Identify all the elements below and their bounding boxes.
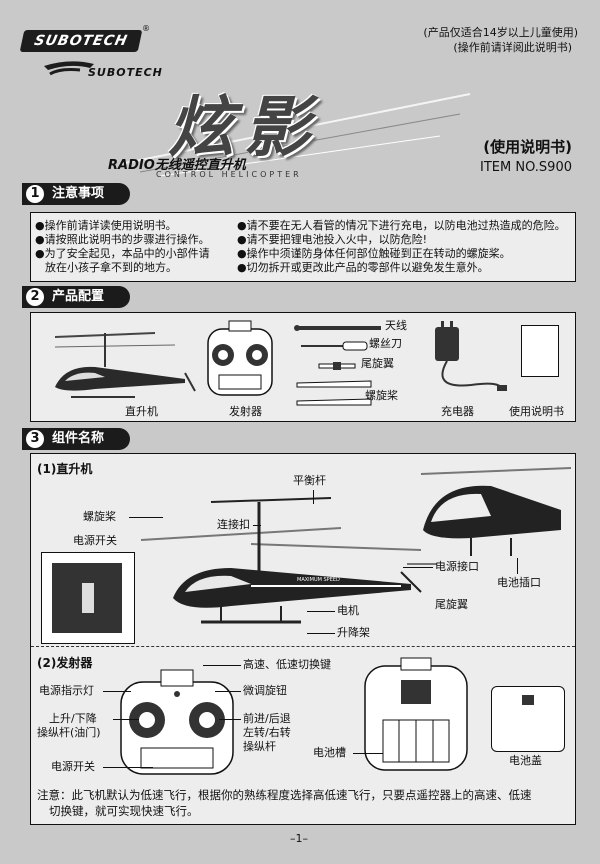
- label-motor: 电机: [337, 604, 359, 617]
- label-landing-gear: 升降架: [337, 626, 370, 639]
- tail-wing-caption: 尾旋翼: [361, 357, 394, 370]
- charger-caption: 充电器: [441, 405, 474, 418]
- helicopter-image: [35, 327, 205, 403]
- title-swoosh: [100, 84, 480, 184]
- section-title: 注意事项: [52, 186, 105, 201]
- package-box: 直升机 发射器 天线 螺丝刀 尾旋翼 螺旋桨: [30, 312, 576, 422]
- label-charge-port: 电源接口: [435, 560, 479, 573]
- section-3-header: 3 组件名称: [22, 428, 130, 450]
- label-tx-power-switch: 电源开关: [51, 760, 95, 773]
- label-dir-2: 左转/右转: [243, 726, 291, 739]
- label-propeller: 螺旋桨: [83, 510, 116, 523]
- screwdriver-image: [299, 337, 369, 351]
- read-note: (操作前请详阅此说明书): [453, 41, 572, 54]
- tail-wing-image: [317, 357, 357, 370]
- notice-left-2: ●请按照此说明书的步骤进行操作。: [35, 233, 210, 246]
- head-closeup: [411, 460, 572, 560]
- charger-image: [411, 319, 511, 399]
- manual-image: [521, 325, 559, 377]
- label-battery-slot: 电池槽: [313, 746, 346, 759]
- section-1-header: 1 注意事项: [22, 183, 130, 205]
- notice-left-4: 放在小孩子拿不到的地方。: [45, 261, 177, 274]
- helicopter-diagram: [131, 488, 441, 628]
- components-box: (1)直升机 MAXIMUM SPEED: [30, 453, 576, 825]
- label-trim: 微调旋钮: [243, 684, 287, 697]
- label-link: 连接扣: [217, 518, 250, 531]
- section-title: 组件名称: [52, 431, 105, 446]
- transmitter-caption: 发射器: [229, 405, 262, 418]
- power-switch-closeup: [41, 552, 135, 644]
- product-subtitle-en: CONTROL HELICOPTER: [156, 170, 302, 179]
- label-tail-wing: 尾旋翼: [435, 598, 468, 611]
- transmitter-back: [361, 654, 471, 774]
- note-line-1: 注意：此飞机默认为低速飞行，根据你的熟练程度选择高低速飞行，只要点遥控器上的高速…: [37, 788, 532, 802]
- battery-cover-image: [491, 686, 565, 752]
- section-number: 2: [26, 288, 44, 306]
- note-line-2: 切换键，就可实现快速飞行。: [49, 804, 199, 818]
- label-dir-3: 操纵杆: [243, 740, 276, 753]
- label-power-switch: 电源开关: [73, 534, 117, 547]
- label-throttle-1: 上升/下降: [49, 712, 97, 725]
- label-flybar: 平衡杆: [293, 474, 326, 487]
- antenna-caption: 天线: [385, 319, 407, 332]
- page-number: –1–: [290, 832, 308, 845]
- manual-caption: 使用说明书: [509, 405, 564, 418]
- section-2-header: 2 产品配置: [22, 286, 130, 308]
- transmitter-front: [117, 668, 237, 778]
- helicopter-caption: 直升机: [125, 405, 158, 418]
- heli-heading: (1)直升机: [37, 462, 93, 476]
- label-dir-1: 前进/后退: [243, 712, 291, 725]
- propeller-caption: 螺旋桨: [365, 389, 398, 402]
- section-number: 3: [26, 430, 44, 448]
- registered-mark: ®: [142, 24, 150, 33]
- section-number: 1: [26, 185, 44, 203]
- body-text: MAXIMUM SPEED: [297, 577, 340, 583]
- section-title: 产品配置: [52, 289, 105, 304]
- notice-right-3: ●操作中须谨防身体任何部位触碰到正在转动的螺旋桨。: [237, 247, 511, 260]
- label-throttle-2: 操纵杆(油门): [37, 726, 101, 739]
- brand-sub-text: SUBOTECH: [88, 66, 163, 79]
- label-power-led: 电源指示灯: [39, 684, 94, 697]
- notice-right-4: ●切勿拆开或更改此产品的零部件以避免发生意外。: [237, 261, 489, 274]
- brand-sub-logo: [40, 58, 150, 80]
- product-subtitle: RADIO无线遥控直升机: [108, 158, 246, 173]
- product-title: 炫影: [168, 89, 320, 166]
- tx-heading: (2)发射器: [37, 656, 93, 670]
- notice-left-3: ●为了安全起见，本品中的小部件请: [35, 247, 210, 260]
- notice-right-1: ●请不要在无人看管的情况下进行充电，以防电池过热造成的危险。: [237, 219, 566, 232]
- label-speed-switch: 高速、低速切换键: [243, 658, 331, 671]
- antenna-image: [293, 319, 383, 331]
- label-battery-cover: 电池盖: [509, 754, 542, 767]
- label-battery-port: 电池插口: [497, 576, 541, 589]
- manual-title: (使用说明书): [483, 138, 572, 156]
- divider: [31, 646, 575, 647]
- notice-right-2: ●请不要把锂电池投入火中，以防危险!: [237, 233, 428, 246]
- item-number: ITEM NO.S900: [480, 160, 572, 175]
- notice-left-1: ●操作前请详读使用说明书。: [35, 219, 177, 232]
- notice-box: ●操作前请详读使用说明书。 ●请按照此说明书的步骤进行操作。 ●为了安全起见，本…: [30, 212, 576, 282]
- transmitter-image: [205, 319, 275, 399]
- propeller-image: [295, 377, 375, 411]
- screwdriver-caption: 螺丝刀: [369, 337, 402, 350]
- brand-logo: SUBOTECH: [19, 30, 143, 52]
- age-note: (产品仅适合14岁以上儿童使用): [423, 26, 578, 39]
